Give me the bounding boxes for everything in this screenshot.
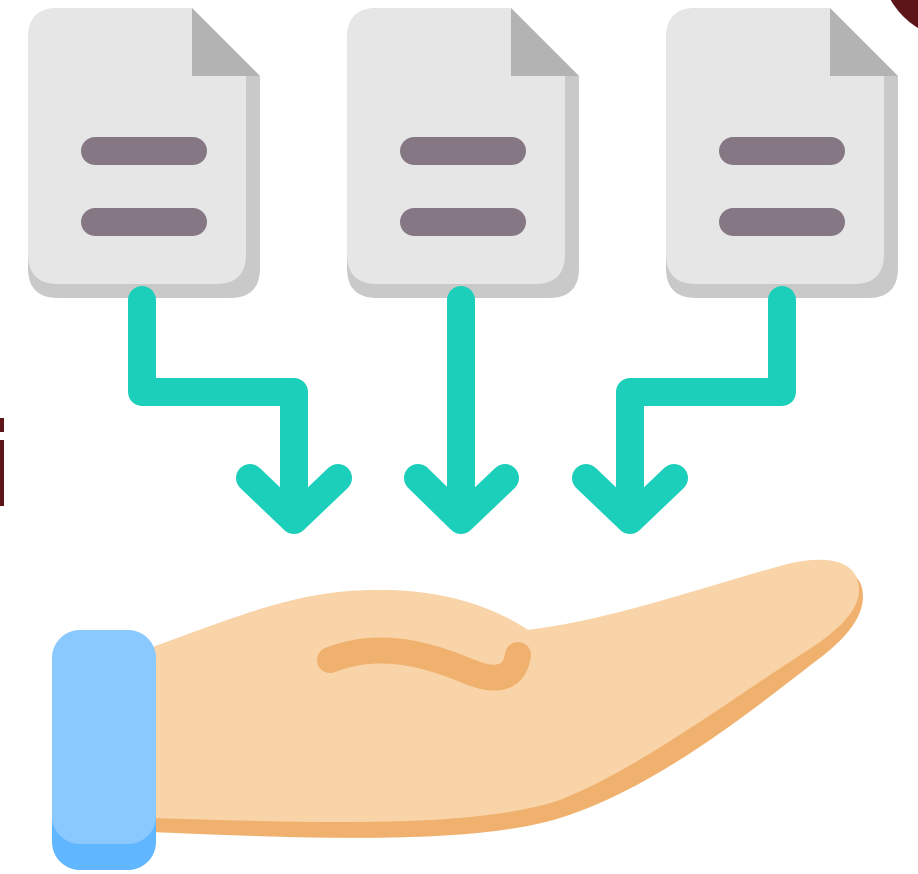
document-text-line — [719, 208, 845, 236]
document-fold — [511, 8, 579, 76]
corner-accent-shape — [890, 0, 918, 29]
document-text-line — [719, 137, 845, 165]
edge-fragment — [0, 418, 4, 432]
arrow-down-icon — [128, 286, 308, 526]
document-fold — [192, 8, 260, 76]
document-text-line — [400, 137, 526, 165]
arrow-head — [236, 464, 352, 534]
arrow-down-icon — [616, 286, 796, 526]
document-icon — [347, 8, 579, 298]
edge-fragment — [0, 440, 4, 506]
hand-palm — [150, 559, 859, 823]
document-icon — [666, 8, 898, 298]
thumb-crease — [317, 637, 531, 691]
arrow-head — [572, 464, 688, 534]
arrow-head — [404, 464, 519, 534]
document-icon — [28, 8, 260, 298]
open-palm-hand-icon — [52, 559, 863, 870]
document-text-line — [81, 208, 207, 236]
sleeve-cuff — [52, 630, 156, 844]
document-text-line — [81, 137, 207, 165]
document-fold — [830, 8, 898, 76]
document-text-line — [400, 208, 526, 236]
